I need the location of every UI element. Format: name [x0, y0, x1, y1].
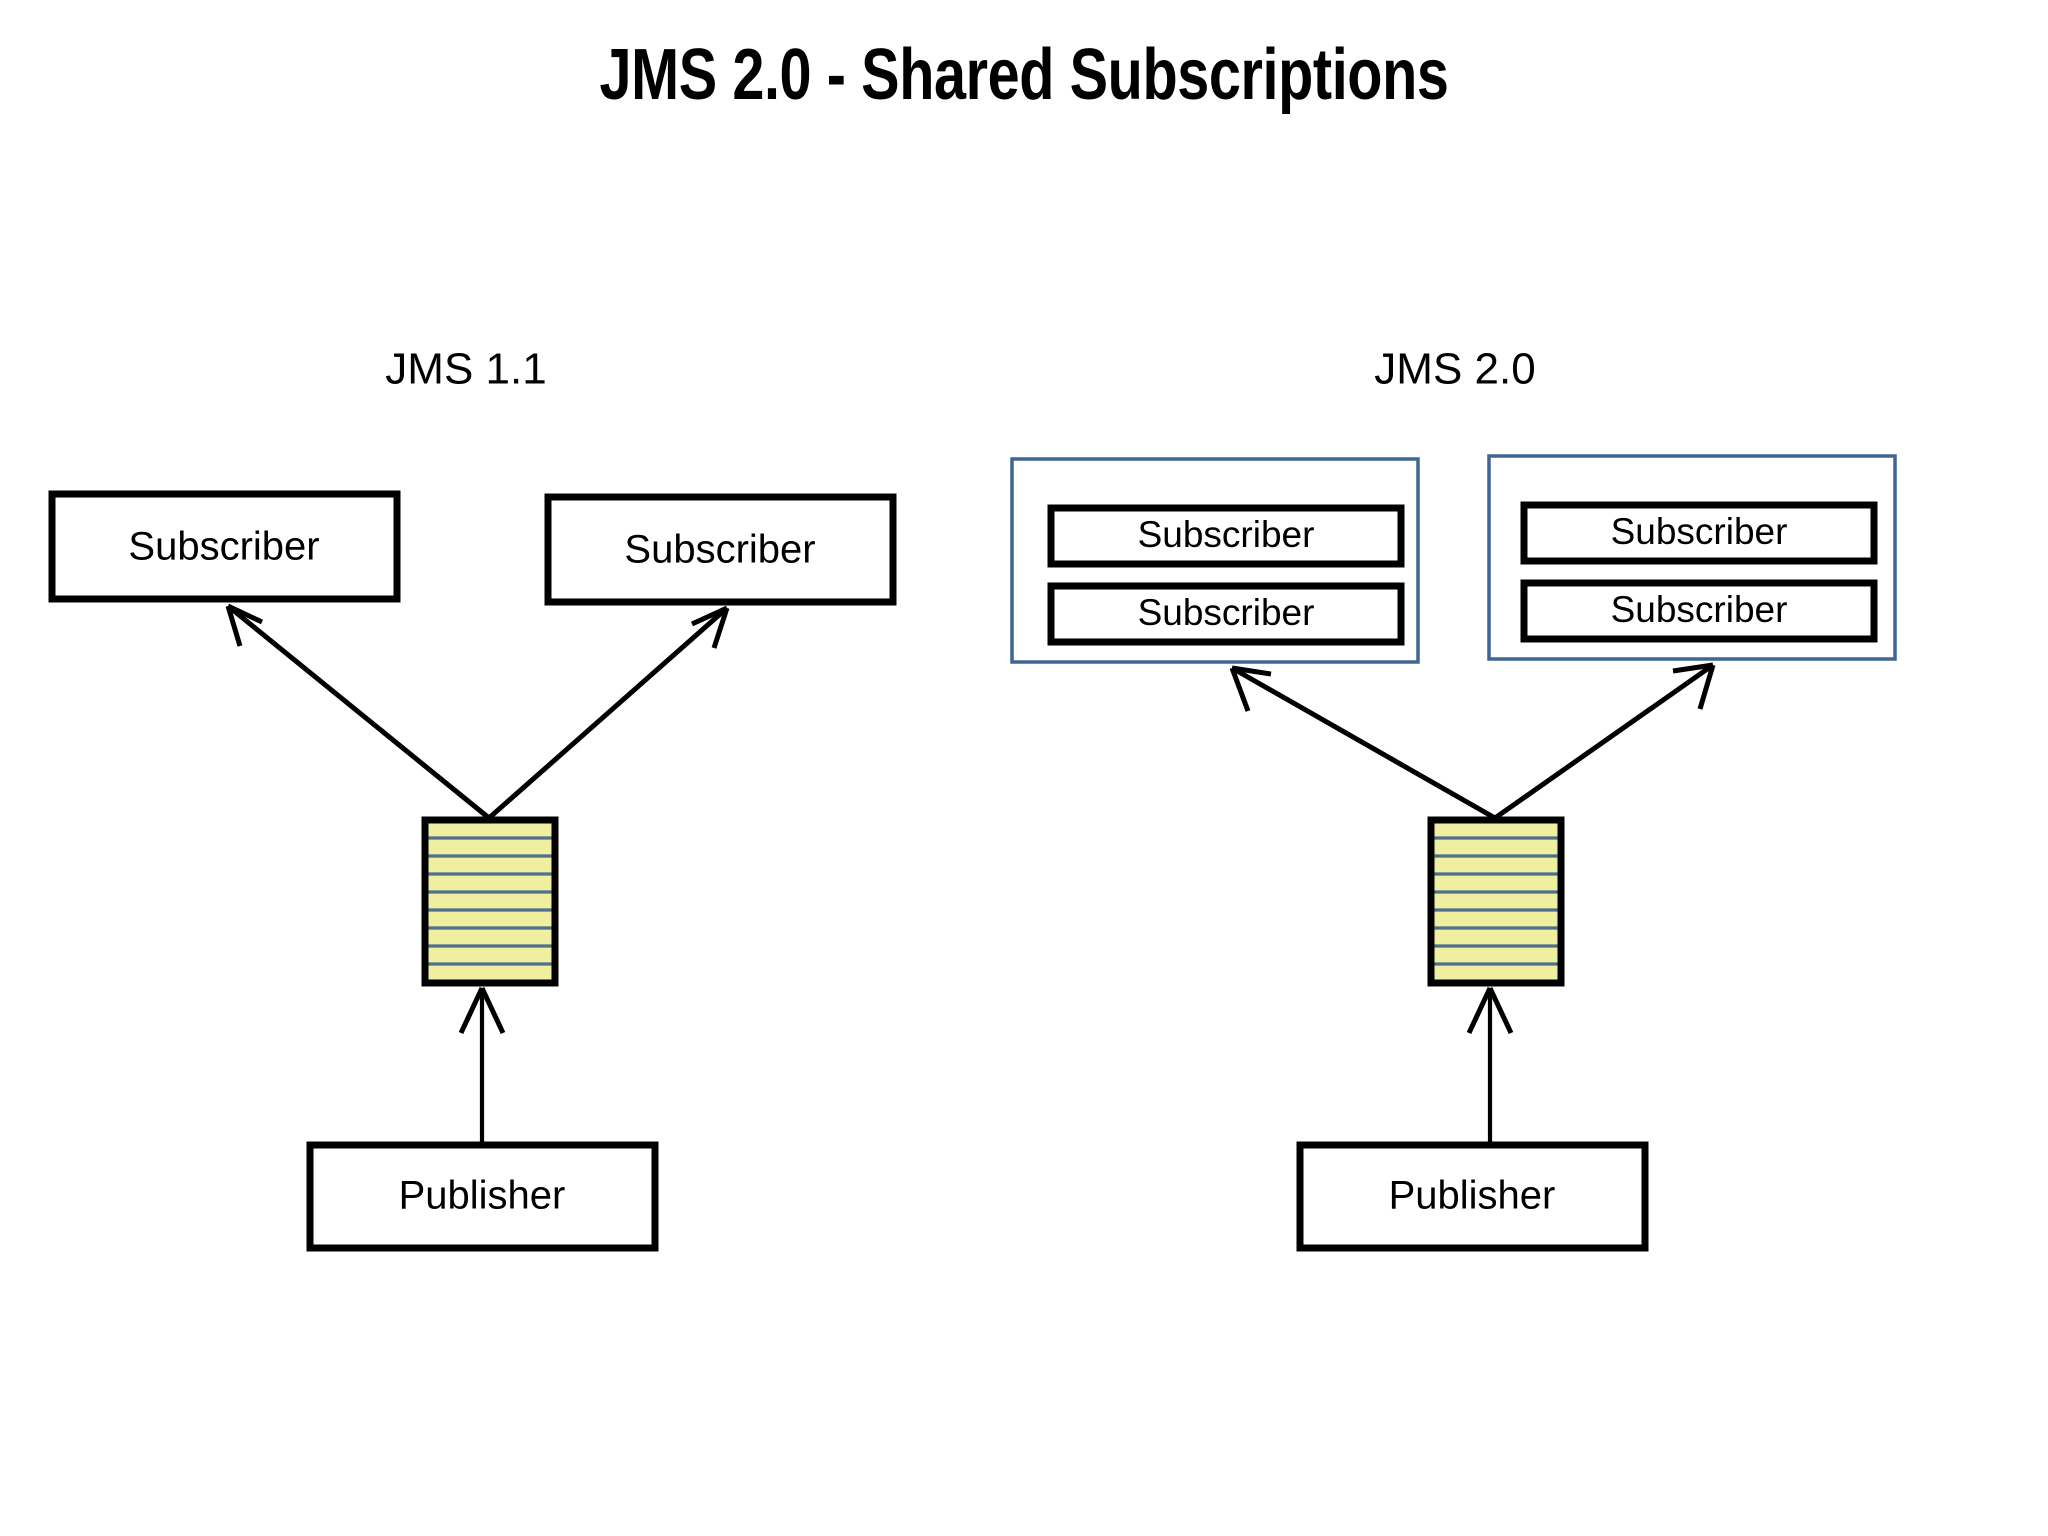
flow-arrow-topic-to-subscriber-1: [225, 603, 491, 820]
subscriber-box-group1-2[interactable]: Subscriber: [1047, 582, 1405, 646]
panel-label-jms20: JMS 2.0: [1374, 345, 1535, 394]
topic-stripes: [1431, 836, 1561, 966]
topic-jms11[interactable]: [421, 816, 559, 987]
subscription-group-1[interactable]: Subscriber Subscriber: [1010, 457, 1420, 664]
flow-arrow-topic-to-group-2: [1493, 662, 1716, 821]
subscriber-box-jms11-2[interactable]: Subscriber: [544, 493, 897, 606]
topic-stripes: [425, 836, 555, 966]
panel-label-jms11: JMS 1.1: [385, 345, 546, 394]
subscriber-label: Subscriber: [1138, 514, 1315, 555]
subscriber-box-group2-1[interactable]: Subscriber: [1520, 501, 1878, 565]
publisher-label: Publisher: [399, 1174, 566, 1218]
publisher-box-jms11[interactable]: Publisher: [306, 1141, 659, 1252]
publisher-box-jms20[interactable]: Publisher: [1296, 1141, 1649, 1252]
topic-jms20[interactable]: [1427, 816, 1565, 987]
flow-arrow-publisher-to-topic: [458, 986, 506, 1143]
subscriber-label: Subscriber: [128, 525, 319, 569]
subscriber-label: Subscriber: [624, 528, 815, 572]
subscriber-label: Subscriber: [1138, 592, 1315, 633]
subscriber-box-jms11-1[interactable]: Subscriber: [48, 490, 401, 603]
page-title: JMS 2.0 - Shared Subscriptions: [599, 35, 1449, 115]
panel-jms20: JMS 2.0 Subscriber Subscriber Subs: [1010, 345, 1897, 1252]
subscriber-box-group1-1[interactable]: Subscriber: [1047, 504, 1405, 568]
subscriber-box-group2-2[interactable]: Subscriber: [1520, 579, 1878, 643]
publisher-label: Publisher: [1389, 1174, 1556, 1218]
panel-jms11: JMS 1.1 Subscriber Subscriber: [48, 345, 897, 1252]
flow-arrow-publisher-to-topic: [1466, 986, 1514, 1143]
subscription-group-2[interactable]: Subscriber Subscriber: [1487, 454, 1897, 661]
flow-arrow-topic-to-group-1: [1229, 665, 1497, 821]
subscriber-label: Subscriber: [1611, 511, 1788, 552]
subscriber-label: Subscriber: [1611, 589, 1788, 630]
flow-arrow-topic-to-subscriber-2: [487, 605, 730, 820]
